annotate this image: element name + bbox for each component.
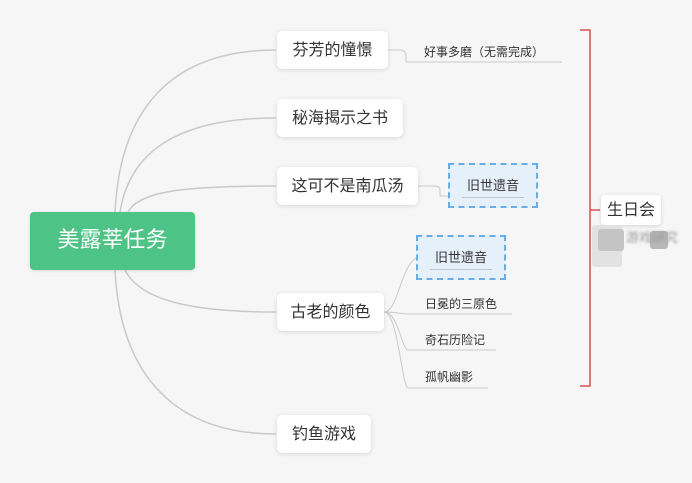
link-branch-4-child-2 — [383, 311, 512, 315]
link-branch-4-child-4 — [383, 311, 488, 389]
link-branch-4-child-1 — [383, 257, 417, 313]
branch-node-4[interactable]: 古老的颜色 — [277, 293, 384, 331]
branch-node-3[interactable]: 这可不是南瓜汤 — [277, 167, 418, 205]
root-node[interactable]: 美露莘任务 — [30, 212, 195, 270]
branch-node-5[interactable]: 钓鱼游戏 — [277, 415, 371, 453]
child-node-3-1[interactable]: 旧世遗音 — [448, 163, 538, 208]
blur-block-3 — [650, 231, 668, 249]
link-root-to-branch-5 — [114, 269, 277, 435]
child-node-3-1-underline — [462, 197, 524, 198]
summary-bracket — [580, 29, 600, 387]
link-branch-1-child — [388, 49, 562, 63]
obscured-text: 游戏研究 — [626, 231, 679, 246]
child-node-4-1[interactable]: 旧世遗音 — [416, 235, 506, 280]
child-node-4-2[interactable]: 日冕的三原色 — [425, 297, 498, 311]
child-node-3-1-label: 旧世遗音 — [466, 179, 519, 194]
link-root-to-branch-2 — [119, 117, 277, 213]
link-branch-3-child — [418, 185, 448, 197]
link-root-to-branch-1 — [114, 49, 277, 213]
child-node-4-3[interactable]: 奇石历险记 — [425, 333, 486, 347]
summary-node[interactable]: 生日会 — [601, 195, 661, 225]
branch-node-1[interactable]: 芬芳的憧憬 — [277, 31, 388, 69]
child-node-4-1-label: 旧世遗音 — [434, 251, 487, 266]
branch-node-2[interactable]: 秘海揭示之书 — [277, 99, 403, 137]
obscured-watermark: 游戏研究 — [590, 225, 692, 267]
child-node-1-1[interactable]: 好事多磨（无需完成） — [424, 45, 545, 59]
link-branch-4-child-3 — [383, 311, 496, 351]
blur-block-2 — [598, 229, 624, 251]
link-root-to-branch-3 — [127, 185, 277, 213]
child-node-4-4[interactable]: 孤帆幽影 — [425, 370, 474, 384]
child-node-4-1-underline — [430, 269, 492, 270]
link-root-to-branch-4 — [124, 269, 277, 313]
